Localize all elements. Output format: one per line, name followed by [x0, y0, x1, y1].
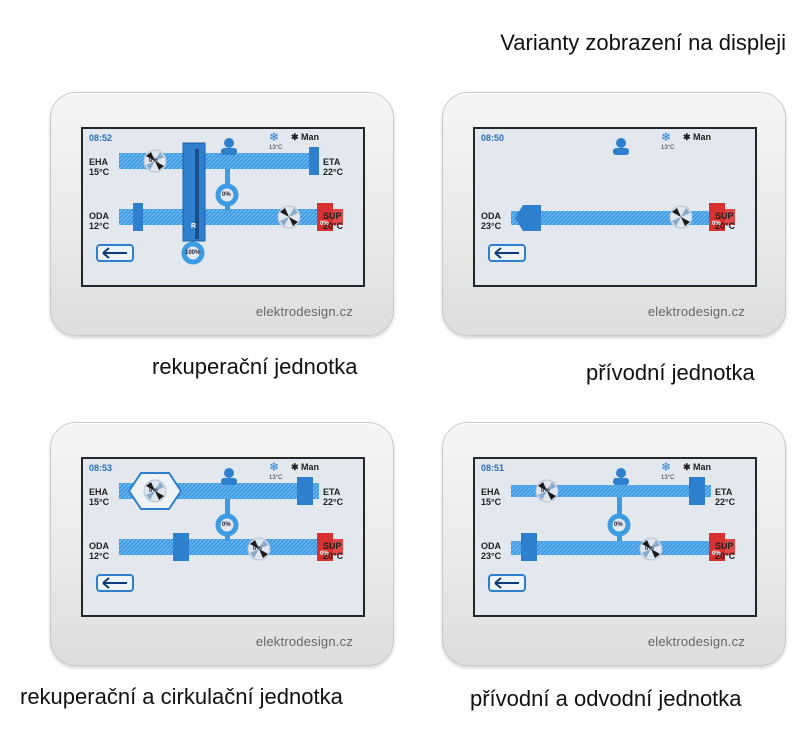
caption-supply: přívodní jednotka [586, 360, 755, 385]
bypass-percent: 100% [185, 250, 201, 256]
supply-duct [511, 211, 711, 225]
heater [317, 203, 333, 231]
heater [317, 533, 333, 561]
clock-readout: 08:52 [89, 133, 113, 143]
fan-percent: 0% [541, 488, 550, 494]
arrow-left-icon [102, 247, 127, 259]
fan-icon [669, 205, 693, 229]
exhaust-duct [511, 485, 711, 497]
heater-percent: 0% [712, 221, 721, 227]
airflow-diagram [488, 138, 735, 262]
supply-duct [119, 539, 319, 555]
page-heading: Varianty zobrazení na displeji [500, 30, 786, 55]
heater-percent: 0% [320, 221, 329, 227]
fan-percent: 0% [149, 488, 158, 494]
caption-supply-exhaust: přívodní a odvodní jednotka [470, 686, 742, 711]
snowflake-icon: ❄ [269, 130, 280, 144]
brand-label: elektrodesign.cz [647, 304, 745, 319]
supply-duct [511, 541, 711, 555]
temperature-setpoint: 13°C [661, 475, 675, 481]
clock-readout: 08:51 [481, 463, 505, 473]
bypass-damper [181, 241, 205, 265]
mode-indicator: ✱ Man [291, 132, 320, 142]
damper-percent: 0% [614, 522, 623, 528]
clock-readout: 08:50 [481, 133, 505, 143]
recovery-tag: R [191, 223, 197, 230]
brand-label: elektrodesign.cz [647, 634, 745, 649]
mode-indicator: ✱ Man [683, 462, 712, 472]
snowflake-icon: ❄ [269, 460, 280, 474]
fan-icon [535, 479, 559, 503]
snowflake-icon: ❄ [661, 460, 672, 474]
mode-label: Man [693, 462, 712, 472]
mode-label: Man [301, 462, 320, 472]
mode-indicator: ✱ Man [683, 132, 712, 142]
caption-recuperation: rekuperační jednotka [152, 354, 358, 379]
damper-percent: 0% [222, 522, 231, 528]
inlet-damper [515, 205, 541, 231]
mode-label: Man [301, 132, 320, 142]
arrow-left-icon [494, 247, 519, 259]
temperature-setpoint: 13°C [269, 475, 283, 481]
arrow-left-icon [102, 577, 127, 589]
brand-label: elektrodesign.cz [255, 634, 353, 649]
fan-icon [277, 205, 301, 229]
fan-percent: 0% [645, 546, 654, 552]
fan-icon [143, 149, 167, 173]
arrow-left-icon [494, 577, 519, 589]
heater-percent: 0% [320, 551, 329, 557]
heater [709, 533, 725, 561]
temperature-setpoint: 13°C [269, 145, 283, 151]
airflow-diagram [96, 468, 343, 592]
clock-readout: 08:53 [89, 463, 113, 473]
airflow-diagram [96, 138, 343, 265]
exhaust-duct [119, 153, 319, 169]
heater-percent: 0% [712, 551, 721, 557]
mode-indicator: ✱ Man [291, 462, 320, 472]
user-icon [221, 468, 237, 485]
heater [709, 203, 725, 231]
fan-icon [639, 537, 663, 561]
recuperator [182, 142, 206, 242]
fan-percent: 0% [253, 546, 262, 552]
fan-icon [143, 479, 167, 503]
fan-percent: 0% [149, 158, 158, 164]
user-icon [221, 138, 237, 155]
caption-recuperation-circulation: rekuperační a cirkulační jednotka [20, 684, 343, 709]
damper-percent: 0% [222, 192, 231, 198]
fan-icon [247, 537, 271, 561]
mode-label: Man [693, 132, 712, 142]
user-icon [613, 138, 629, 155]
supply-duct [119, 209, 319, 225]
user-icon [613, 468, 629, 485]
airflow-diagram [488, 468, 735, 592]
brand-label: elektrodesign.cz [255, 304, 353, 319]
snowflake-icon: ❄ [661, 130, 672, 144]
temperature-setpoint: 13°C [661, 145, 675, 151]
